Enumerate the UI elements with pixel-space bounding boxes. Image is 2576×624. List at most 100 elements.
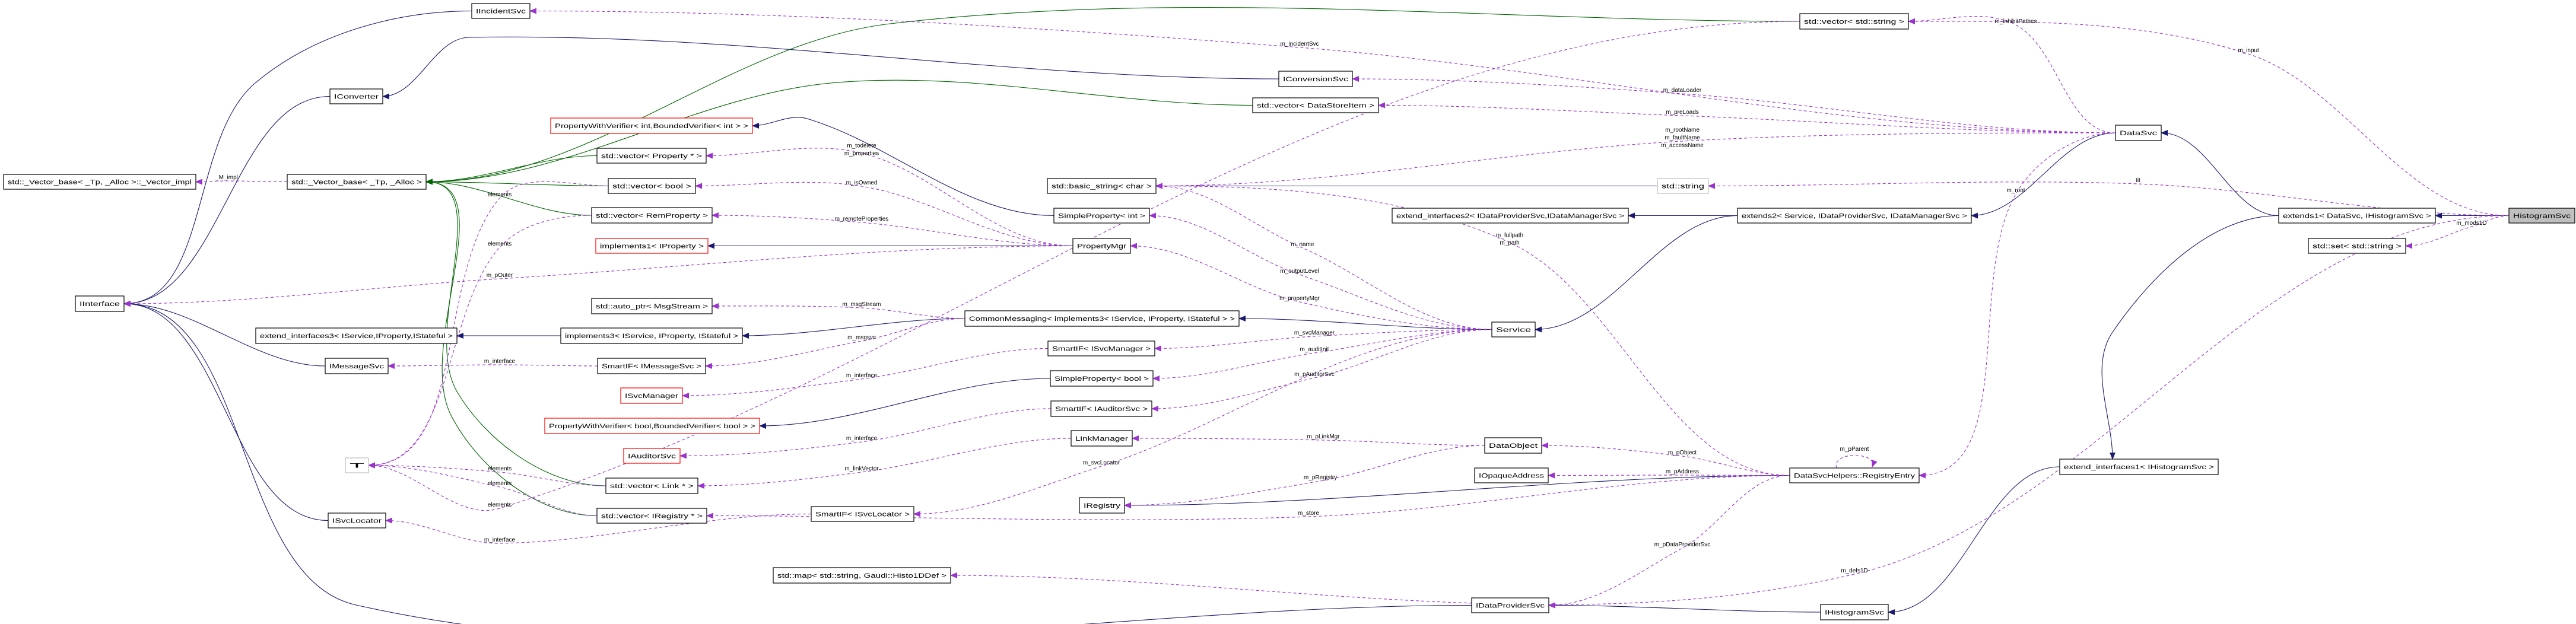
- node-box[interactable]: [1053, 208, 1150, 224]
- node-box[interactable]: [328, 512, 386, 529]
- class-node-extends1[interactable]: extends1< DataSvc, IHistogramSvc >: [2278, 208, 2436, 224]
- class-node-vec_string[interactable]: std::vector< std::string >: [1799, 13, 1909, 30]
- node-box[interactable]: [325, 358, 389, 374]
- node-box[interactable]: [329, 88, 383, 104]
- node-label: SimpleProperty< int >: [1058, 213, 1145, 220]
- class-node-PropertyMgr[interactable]: PropertyMgr: [1072, 238, 1131, 254]
- class-node-IConversionSvc[interactable]: IConversionSvc: [1278, 71, 1353, 87]
- node-box[interactable]: [1484, 437, 1542, 454]
- node-box[interactable]: [605, 477, 698, 494]
- node-box[interactable]: [1072, 238, 1131, 254]
- class-node-vec_DataStoreItem[interactable]: std::vector< DataStoreItem >: [1252, 97, 1379, 113]
- node-box[interactable]: [596, 508, 707, 524]
- class-node-SmartIF_ISvcManager[interactable]: SmartIF< ISvcManager >: [1047, 340, 1155, 356]
- class-node-SimpleProperty_int[interactable]: SimpleProperty< int >: [1053, 208, 1150, 224]
- class-node-SmartIF_IAuditorSvc[interactable]: SmartIF< IAuditorSvc >: [1050, 400, 1152, 417]
- node-box[interactable]: [287, 174, 427, 190]
- node-box[interactable]: [1047, 340, 1155, 356]
- class-node-SmartIF_ISvcLocator[interactable]: SmartIF< ISvcLocator >: [811, 506, 914, 522]
- node-box[interactable]: [1050, 400, 1152, 417]
- class-node-vec_Property[interactable]: std::vector< Property * >: [596, 148, 707, 164]
- class-node-IIncidentSvc[interactable]: IIncidentSvc: [471, 3, 531, 19]
- node-box[interactable]: [1278, 71, 1353, 87]
- class-node-extend_interfaces1[interactable]: extend_interfaces1< IHistogramSvc >: [2059, 459, 2219, 475]
- class-node-DataObject[interactable]: DataObject: [1484, 437, 1542, 454]
- class-node-extend_interfaces2[interactable]: extend_interfaces2< IDataProviderSvc,IDa…: [1392, 208, 1629, 224]
- edge-label: m_root: [2006, 187, 2025, 194]
- class-node-IRegistry[interactable]: IRegistry: [1079, 497, 1125, 514]
- class-node-extend_interfaces3[interactable]: extend_interfaces3< IService,IProperty,I…: [255, 327, 458, 344]
- class-node-RegistryEntry[interactable]: DataSvcHelpers::RegistryEntry: [1789, 467, 1920, 483]
- class-node-HistogramSvc[interactable]: HistogramSvc: [2508, 208, 2575, 224]
- node-box[interactable]: [1252, 97, 1379, 113]
- edge-usage-DataSvc-to-basic_string: [1155, 132, 2116, 189]
- node-box[interactable]: [1050, 370, 1154, 387]
- class-node-Vector_impl[interactable]: std::_Vector_base< _Tp, _Alloc >::_Vecto…: [3, 174, 196, 190]
- node-box[interactable]: [3, 174, 196, 190]
- class-node-vec_bool[interactable]: std::vector< bool >: [608, 178, 696, 194]
- class-node-SimpleProperty_bool[interactable]: SimpleProperty< bool >: [1050, 370, 1154, 387]
- node-box[interactable]: [2115, 125, 2162, 141]
- class-node-implements3[interactable]: implements3< IService, IProperty, IState…: [560, 327, 743, 344]
- node-box[interactable]: [2278, 208, 2436, 224]
- edge-inheritance-IConversionSvc-to-IConverter: [382, 36, 1279, 100]
- class-node-IInterface[interactable]: IInterface: [75, 295, 125, 312]
- class-node-vec_Link[interactable]: std::vector< Link * >: [605, 477, 698, 494]
- class-node-IHistogramSvc[interactable]: IHistogramSvc: [1820, 604, 1889, 620]
- class-node-ISvcLocator[interactable]: ISvcLocator: [328, 512, 386, 529]
- node-box[interactable]: [2308, 238, 2406, 254]
- node-box[interactable]: [471, 3, 531, 19]
- class-node-IDataProviderSvc[interactable]: IDataProviderSvc: [1471, 597, 1549, 613]
- class-node-basic_string[interactable]: std::basic_string< char >: [1047, 178, 1157, 194]
- node-box[interactable]: [964, 310, 1240, 327]
- node-box[interactable]: [1047, 178, 1157, 194]
- node-box[interactable]: [1491, 321, 1536, 338]
- edge-usage-SmartIF_ISvcLocator-to-ISvcLocator: [385, 513, 812, 544]
- edge-usage-DataObject-to-LinkManager: [1132, 435, 1485, 446]
- node-box[interactable]: [1392, 208, 1629, 224]
- class-node-set_string[interactable]: std::set< std::string >: [2308, 238, 2406, 254]
- class-node-CommonMessaging[interactable]: CommonMessaging< implements3< IService, …: [964, 310, 1240, 327]
- edge-label: m_todelete: [847, 143, 876, 149]
- class-node-Vector_base[interactable]: std::_Vector_base< _Tp, _Alloc >: [287, 174, 427, 190]
- node-box[interactable]: [1789, 467, 1920, 483]
- node-box[interactable]: [1799, 13, 1909, 30]
- class-node-map_Histo1DDef[interactable]: std::map< std::string, Gaudi::Histo1DDef…: [773, 567, 951, 584]
- node-box[interactable]: [1737, 208, 1972, 224]
- node-box[interactable]: [591, 207, 713, 224]
- node-box[interactable]: [1471, 597, 1549, 613]
- class-node-IOpaqueAddress[interactable]: IOpaqueAddress: [1474, 467, 1549, 483]
- node-box[interactable]: [811, 506, 914, 522]
- node-box[interactable]: [560, 327, 743, 344]
- node-box[interactable]: [1079, 497, 1125, 514]
- node-box[interactable]: [597, 358, 706, 374]
- class-node-Service[interactable]: Service: [1491, 321, 1536, 338]
- node-box[interactable]: [773, 567, 951, 584]
- node-box[interactable]: [591, 298, 713, 314]
- class-node-LinkManager[interactable]: LinkManager: [1071, 430, 1133, 447]
- edge-label: m_mods1D: [2456, 220, 2486, 227]
- class-node-SmartIF_IMessageSvc[interactable]: SmartIF< IMessageSvc >: [597, 358, 706, 374]
- node-box[interactable]: [2508, 208, 2575, 224]
- node-box[interactable]: [2059, 459, 2219, 475]
- class-node-DataSvc[interactable]: DataSvc: [2115, 125, 2162, 141]
- edge-template-vec_Property-to-Vector_base: [425, 155, 598, 185]
- edge-usage-SmartIF_IAuditorSvc-to-IAuditorSvc: [679, 408, 1052, 459]
- class-node-IMessageSvc[interactable]: IMessageSvc: [325, 358, 389, 374]
- class-node-vec_RemProperty[interactable]: std::vector< RemProperty >: [591, 207, 713, 224]
- node-box[interactable]: [1071, 430, 1133, 447]
- node-box[interactable]: [608, 178, 696, 194]
- edge-label: tit: [2136, 177, 2140, 184]
- node-box[interactable]: [1820, 604, 1889, 620]
- node-box[interactable]: [255, 327, 458, 344]
- class-node-IConverter[interactable]: IConverter: [329, 88, 383, 104]
- node-box[interactable]: [1474, 467, 1549, 483]
- class-node-vec_IRegistry[interactable]: std::vector< IRegistry * >: [596, 508, 707, 524]
- edge-labels-layer: _M_implm_incidentSvcm_dataLoaderm_preLoa…: [215, 18, 2486, 574]
- edge-usage-SmartIF_ISvcManager-to-ISvcManager: [682, 348, 1049, 399]
- class-node-extends2[interactable]: extends2< Service, IDataProviderSvc, IDa…: [1737, 208, 1972, 224]
- node-box[interactable]: [75, 295, 125, 312]
- edge-inheritance-DataSvc-to-extends2: [1971, 132, 2116, 219]
- node-box[interactable]: [596, 148, 707, 164]
- class-node-auto_ptr[interactable]: std::auto_ptr< MsgStream >: [591, 298, 713, 314]
